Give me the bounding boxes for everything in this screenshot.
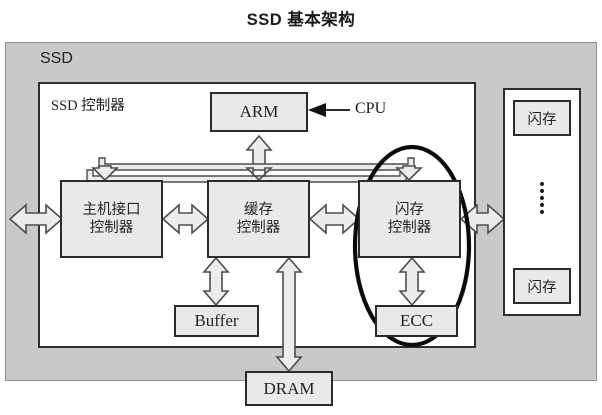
ssd-outer-label: SSD: [40, 50, 73, 67]
node-host-interface-controller-line2: 控制器: [89, 220, 134, 236]
node-dram[interactable]: DRAM: [245, 371, 333, 406]
node-host-interface-controller[interactable]: 主机接口 控制器: [60, 180, 163, 258]
node-flash-controller[interactable]: 闪存 控制器: [358, 180, 461, 258]
flash-array-container: 闪存 ••••• 闪存: [503, 88, 581, 316]
node-ecc[interactable]: ECC: [375, 305, 458, 337]
node-flash-controller-line1: 闪存: [395, 201, 424, 218]
node-arm[interactable]: ARM: [210, 92, 308, 132]
node-cache-controller-line2: 控制器: [236, 220, 281, 236]
page-title: SSD 基本架构: [246, 11, 356, 29]
node-buffer[interactable]: Buffer: [174, 305, 259, 337]
node-flash-chip-bottom[interactable]: 闪存: [513, 268, 571, 304]
node-flash-controller-line2: 控制器: [387, 220, 432, 236]
node-flash-chip-top[interactable]: 闪存: [513, 100, 571, 136]
cpu-callout-label: CPU: [355, 100, 387, 117]
flash-array-ellipsis-icon: •••••: [537, 177, 547, 221]
ssd-controller-label: SSD 控制器: [51, 98, 125, 114]
node-cache-controller[interactable]: 缓存 控制器: [207, 180, 310, 258]
node-host-interface-controller-line1: 主机接口: [82, 201, 141, 218]
node-cache-controller-line1: 缓存: [244, 201, 273, 218]
